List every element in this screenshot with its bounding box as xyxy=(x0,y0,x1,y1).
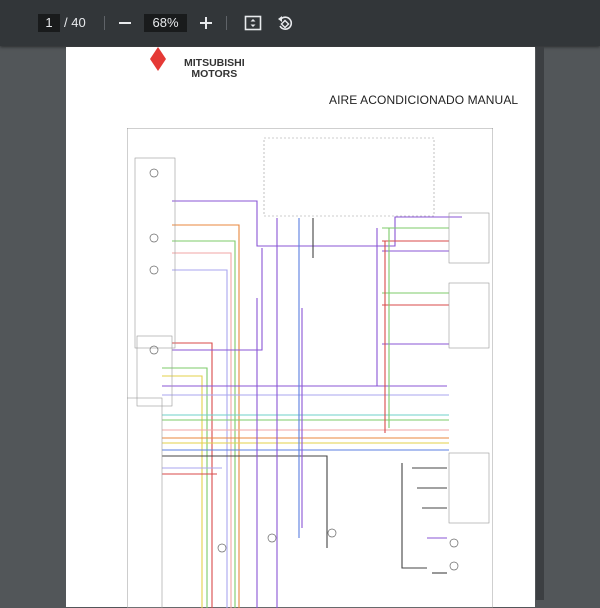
wire xyxy=(172,342,213,608)
zoom-level-input[interactable]: 68% xyxy=(144,14,187,32)
wire xyxy=(172,200,462,247)
controller-box xyxy=(127,397,163,608)
component-symbol xyxy=(149,345,159,355)
component-symbol xyxy=(149,233,159,243)
ac-switch-box xyxy=(134,157,176,349)
mitsubishi-logo xyxy=(150,47,166,71)
wire xyxy=(172,240,236,608)
wire xyxy=(172,252,232,608)
divider xyxy=(226,16,227,30)
page-number-input[interactable]: 1 xyxy=(38,14,60,32)
component-symbol xyxy=(149,168,159,178)
component-symbol xyxy=(267,533,277,543)
blower-switch-box xyxy=(448,212,490,264)
minus-icon xyxy=(119,22,131,24)
wire xyxy=(401,463,427,569)
brand-name: MITSUBISHI MOTORS xyxy=(184,58,245,80)
wire xyxy=(172,269,228,608)
document-title: AIRE ACONDICIONADO MANUAL xyxy=(329,93,519,107)
plus-icon xyxy=(200,17,212,29)
fan-controller-box xyxy=(448,452,490,524)
wiring-diagram xyxy=(127,128,493,608)
wire xyxy=(162,367,208,608)
component-symbol xyxy=(149,265,159,275)
brand-line-1: MITSUBISHI xyxy=(184,57,245,69)
wire xyxy=(172,224,240,608)
pdf-toolbar: 1 / 40 68% xyxy=(0,0,600,46)
component-symbol xyxy=(217,543,227,553)
fit-page-button[interactable] xyxy=(242,12,264,34)
rotate-icon xyxy=(278,16,293,30)
wire xyxy=(162,375,203,608)
fit-page-icon xyxy=(244,15,262,31)
rotate-button[interactable] xyxy=(274,12,296,34)
component-symbol xyxy=(449,538,459,548)
divider xyxy=(104,16,105,30)
component-symbol xyxy=(449,561,459,571)
brand-line-2: MOTORS xyxy=(191,68,238,80)
scrollbar[interactable] xyxy=(536,47,544,600)
wire xyxy=(172,248,263,351)
pdf-page: MITSUBISHI MOTORS AIRE ACONDICIONADO MAN… xyxy=(66,47,535,608)
wire xyxy=(162,455,328,548)
zoom-in-button[interactable] xyxy=(195,12,217,34)
zoom-out-button[interactable] xyxy=(114,12,136,34)
component-symbol xyxy=(327,528,337,538)
resistor-box xyxy=(136,335,173,407)
blower-resistor-box xyxy=(448,282,490,349)
fuse-box xyxy=(263,137,435,217)
page-count: / 40 xyxy=(64,15,86,30)
